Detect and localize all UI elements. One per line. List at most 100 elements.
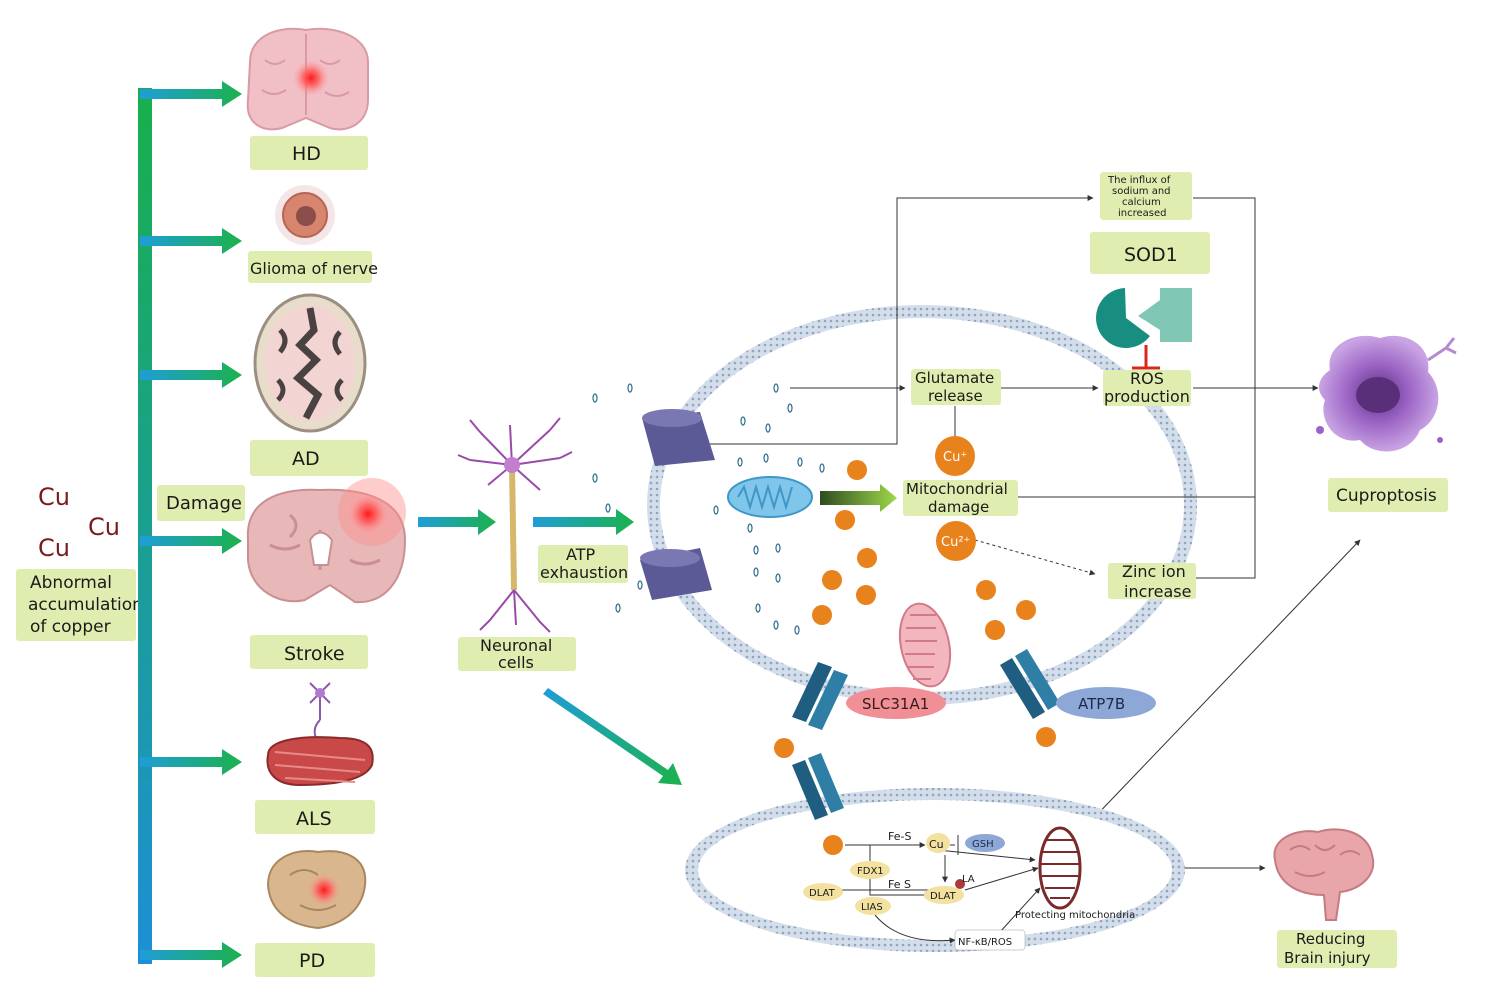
stroke-label: Stroke [284, 643, 345, 665]
als-box [255, 800, 375, 834]
protecting-label: Protecting mitochondria [1015, 910, 1135, 921]
hd-box [250, 136, 368, 170]
slc31a1-label: SLC31A1 [862, 695, 929, 713]
atp-label: ATP exhaustion [540, 545, 628, 582]
pd-label: PD [299, 950, 325, 972]
damage-label: Damage [166, 493, 242, 514]
nucleus-transporter [792, 753, 844, 820]
atp7b-label: ATP7B [1078, 695, 1125, 713]
stroke-brain-image [246, 478, 407, 604]
fes-label: Fe-S [888, 830, 911, 843]
mito-damage-label: Mitochondrial damage [906, 480, 1013, 516]
ros-box [1103, 370, 1191, 406]
cu-symbol: Cu [88, 513, 120, 541]
glutamate-label: Glutamate release [915, 369, 999, 405]
ad-box [250, 440, 368, 476]
branch-trunk [138, 88, 152, 964]
ros-label: ROS production [1104, 369, 1190, 406]
inhibit-line [1132, 345, 1160, 370]
la-label: LA [962, 874, 975, 885]
atp7b-badge [1056, 687, 1156, 719]
glutamate-box [911, 369, 1001, 405]
connector-lines [710, 195, 1361, 871]
pd-brainstem-image [266, 850, 367, 930]
copper-label-box [16, 569, 136, 641]
arrow-to-neuron [418, 509, 496, 535]
ad-brain-image [253, 293, 367, 433]
arrow-to-als [140, 749, 242, 775]
sod1-box [1090, 232, 1210, 274]
cuproptosis-label: Cuproptosis [1336, 486, 1437, 506]
healthy-brain-image [1273, 828, 1375, 921]
nfkb-label: NF-κB/ROS [958, 937, 1012, 948]
sod1-enzyme [1096, 288, 1192, 348]
glioma-box [248, 251, 372, 283]
hd-label: HD [292, 143, 321, 165]
arrow-to-glioma [140, 228, 242, 254]
slc31a1-badge [846, 687, 946, 719]
sod1-label: SOD1 [1124, 244, 1178, 266]
neuron-soma [504, 457, 520, 473]
mito-damage-box [903, 480, 1018, 516]
influx-box [1100, 172, 1192, 220]
arrow-to-stroke [140, 528, 242, 554]
gsh-node [965, 834, 1005, 852]
dlat-label: DLAT [809, 888, 836, 899]
glioma-label: Glioma of nerve [250, 259, 378, 278]
la-marker [955, 879, 965, 889]
arrow-to-cell [533, 509, 634, 535]
neuron-box [458, 637, 576, 671]
influx-label: The influx of sodium and calcium increas… [1107, 175, 1174, 219]
als-muscle-image [266, 682, 374, 787]
ion-channel [640, 548, 712, 600]
dlat-label: DLAT [930, 891, 957, 902]
cu-node [926, 833, 950, 853]
cu-node-label: Cu [929, 838, 944, 851]
arrow-to-ad [140, 362, 242, 388]
damage-box [157, 485, 245, 521]
atp-box [538, 545, 628, 583]
cu-symbol: Cu [38, 483, 70, 511]
mitochondrion-damaged [898, 602, 952, 688]
ad-label: AD [292, 448, 320, 470]
copper-label: Abnormal accumulation of copper [28, 573, 148, 637]
zinc-label: Zinc ion increase [1122, 562, 1191, 601]
cu-ion-large-label: Cu²⁺ [941, 535, 970, 550]
cu-ion-nucleus [823, 835, 843, 855]
fdx1-label: FDX1 [857, 866, 884, 877]
arrow-to-pd [140, 942, 242, 968]
fdx1-node [850, 861, 890, 879]
atp7b-transporter [1000, 649, 1060, 719]
cu-ion-large [935, 436, 975, 476]
mitochondrion-intact [727, 476, 813, 518]
fes-label: Fe S [888, 878, 911, 891]
cuproptosis-box [1328, 478, 1448, 512]
zinc-box [1108, 563, 1196, 599]
ion-channel [642, 409, 715, 466]
glioma-image [275, 185, 335, 245]
arrow-to-hd [140, 81, 242, 107]
stroke-box [250, 635, 368, 669]
cu-ion-large-label: Cu⁺ [943, 450, 967, 465]
gsh-label: GSH [972, 839, 994, 850]
cu-ion-large [936, 521, 976, 561]
lias-node [855, 897, 891, 915]
reducing-box [1277, 930, 1397, 968]
reducing-label: Reducing Brain injury [1284, 930, 1371, 967]
neuron-image [457, 417, 573, 633]
arrow-to-nucleus [543, 688, 682, 785]
cu-ions-small [774, 460, 1056, 758]
cu-symbol: Cu [38, 534, 70, 562]
pd-box [255, 943, 375, 977]
neuron-label: Neuronal cells [480, 636, 557, 672]
lias-label: LIAS [861, 902, 883, 913]
dlat-node [924, 886, 964, 904]
hd-brain-image [246, 27, 369, 131]
dlat-node [803, 883, 843, 901]
slc31a1-transporter [792, 662, 848, 730]
als-label: ALS [296, 808, 332, 830]
cuproptosis-cell-image [1316, 335, 1457, 452]
mito-arrow [820, 484, 897, 512]
nucleus-mitochondrion [1038, 826, 1082, 910]
